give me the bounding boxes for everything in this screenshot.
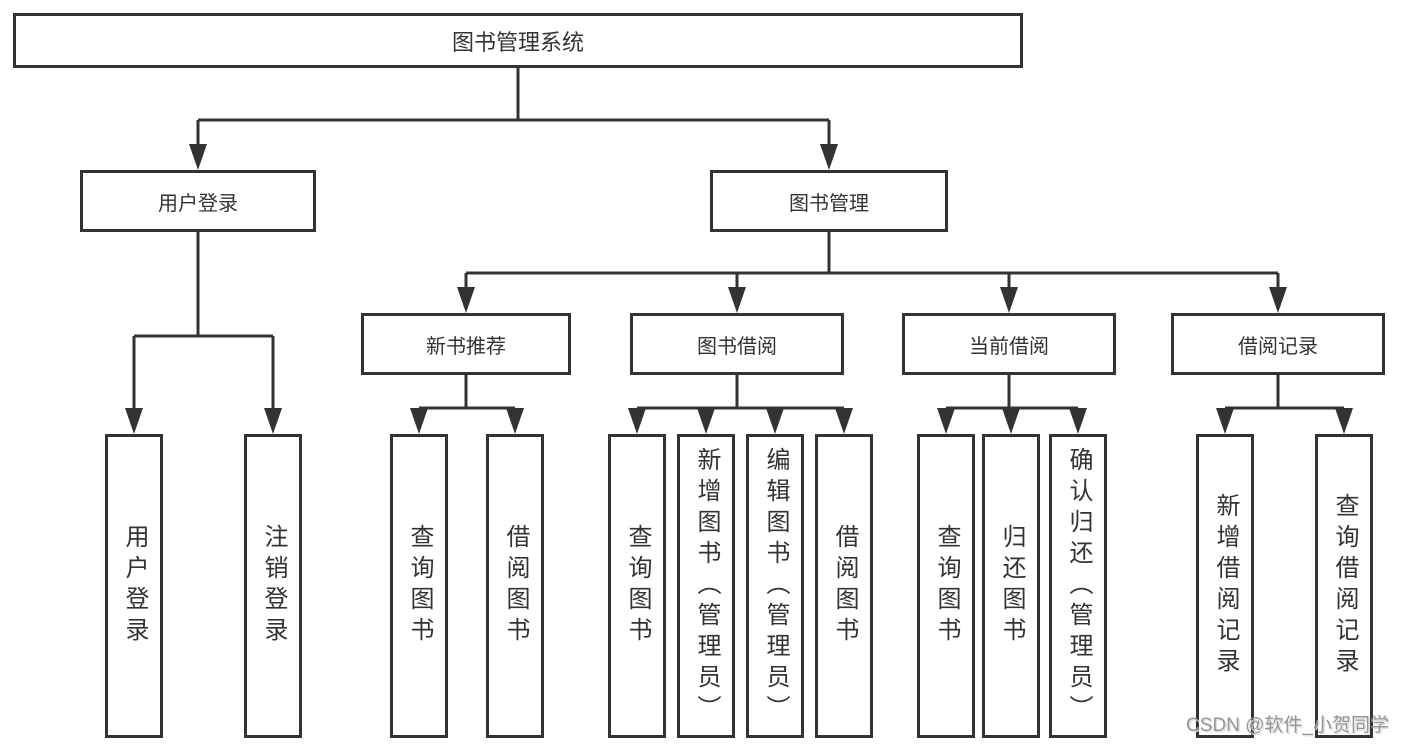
- leaf-logout: 注销登录: [244, 434, 302, 738]
- leaf-query-books-recommend: 查询图书: [390, 434, 448, 738]
- node-new-book-recommend: 新书推荐: [361, 313, 571, 375]
- leaf-query-books-borrowing: 查询图书: [608, 434, 666, 738]
- leaf-user-login: 用户登录: [105, 434, 163, 738]
- leaf-query-books-current: 查询图书: [917, 434, 975, 738]
- leaf-query-borrow-record: 查询借阅记录: [1315, 434, 1373, 738]
- leaf-confirm-return-admin: 确认归还（管理员）: [1049, 434, 1107, 738]
- csdn-watermark: CSDN @软件_小贺同学: [1186, 715, 1389, 736]
- node-library-management-system: 图书管理系统: [13, 13, 1023, 68]
- node-current-borrowing: 当前借阅: [902, 313, 1116, 375]
- node-user-login: 用户登录: [80, 170, 316, 232]
- leaf-edit-book-admin: 编辑图书（管理员）: [746, 434, 804, 738]
- node-borrow-records: 借阅记录: [1171, 313, 1385, 375]
- leaf-return-books: 归还图书: [982, 434, 1040, 738]
- leaf-borrow-books-recommend: 借阅图书: [486, 434, 544, 738]
- node-book-management: 图书管理: [710, 170, 948, 232]
- leaf-add-borrow-record: 新增借阅记录: [1196, 434, 1254, 738]
- leaf-borrow-books-borrowing: 借阅图书: [815, 434, 873, 738]
- node-book-borrowing: 图书借阅: [630, 313, 844, 375]
- leaf-add-book-admin: 新增图书（管理员）: [677, 434, 735, 738]
